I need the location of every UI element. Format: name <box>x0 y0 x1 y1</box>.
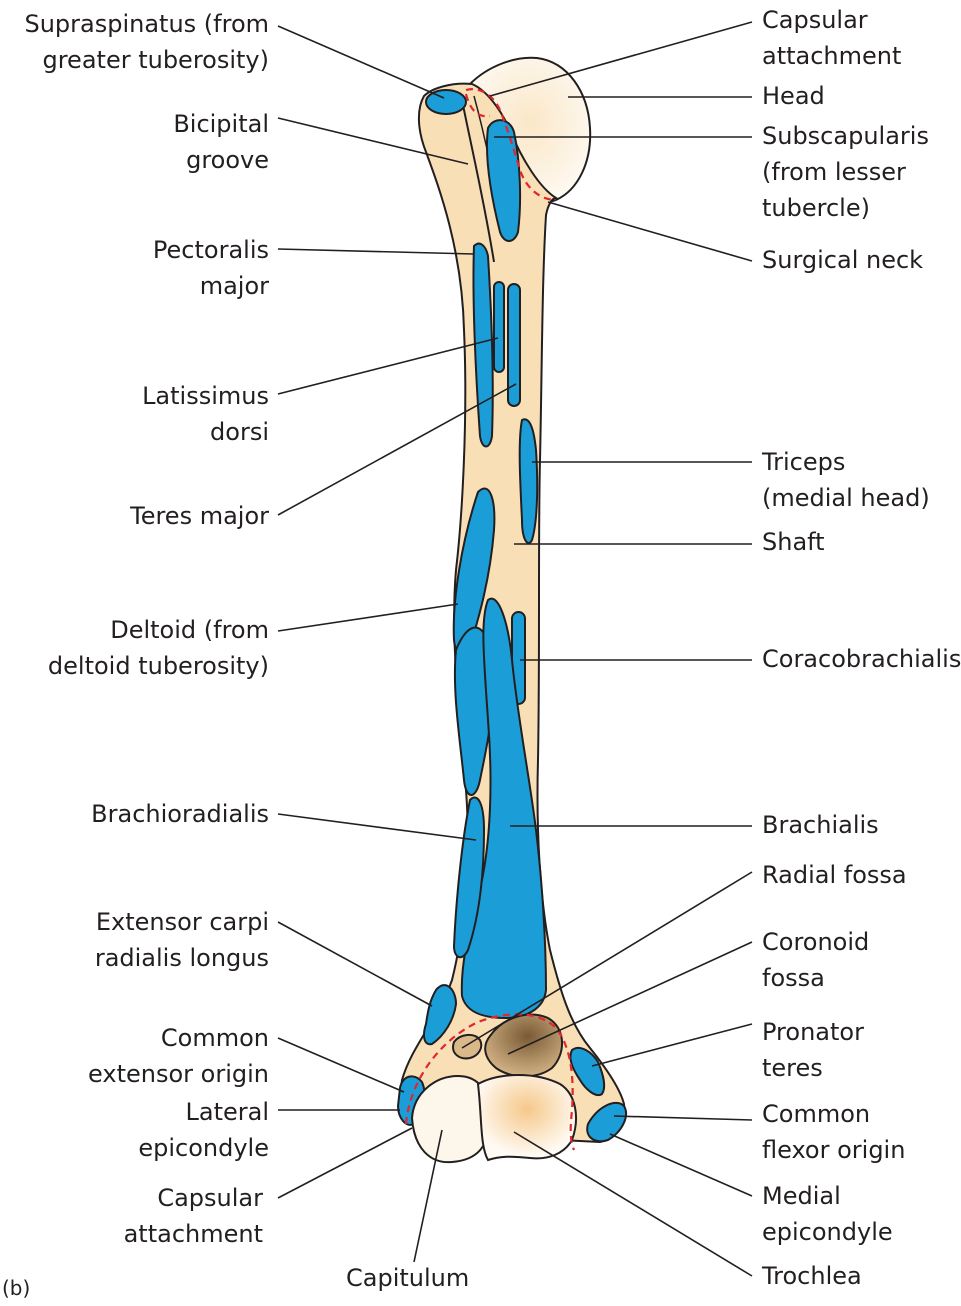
label-subscapularis: Subscapularis (from lesser tubercle) <box>762 118 929 226</box>
label-line: Capsular <box>124 1180 263 1216</box>
label-latissimus-dorsi: Latissimus dorsi <box>142 378 269 450</box>
label-line: Bicipital <box>173 106 269 142</box>
label-line: Coronoid <box>762 924 869 960</box>
label-capsular-attachment-lower: Capsular attachment <box>124 1180 263 1252</box>
label-line: Trochlea <box>762 1258 862 1294</box>
label-line: epicondyle <box>762 1214 893 1250</box>
label-coracobrachialis: Coracobrachialis <box>762 641 961 677</box>
label-line: groove <box>173 142 269 178</box>
label-line: Shaft <box>762 524 825 560</box>
label-line: Teres major <box>130 498 269 534</box>
label-surgical-neck: Surgical neck <box>762 242 923 278</box>
label-line: radialis longus <box>95 940 269 976</box>
label-line: Pronator <box>762 1014 864 1050</box>
label-capsular-attachment-upper: Capsular attachment <box>762 2 901 74</box>
label-line: Latissimus <box>142 378 269 414</box>
label-shaft: Shaft <box>762 524 825 560</box>
label-pectoralis-major: Pectoralis major <box>153 232 269 304</box>
label-teres-major: Teres major <box>130 498 269 534</box>
label-line: greater tuberosity) <box>24 42 269 78</box>
label-trochlea: Trochlea <box>762 1258 862 1294</box>
label-line: Common <box>762 1096 905 1132</box>
label-line: flexor origin <box>762 1132 905 1168</box>
label-supraspinatus: Supraspinatus (from greater tuberosity) <box>24 6 269 78</box>
label-line: Radial fossa <box>762 857 907 893</box>
label-line: Brachioradialis <box>91 796 269 832</box>
label-common-flexor: Common flexor origin <box>762 1096 905 1168</box>
label-line: Subscapularis <box>762 118 929 154</box>
label-head: Head <box>762 78 825 114</box>
label-line: Triceps <box>762 444 930 480</box>
label-common-extensor: Common extensor origin <box>88 1020 269 1092</box>
triceps-medial-attachment <box>520 419 538 543</box>
label-line: deltoid tuberosity) <box>48 648 269 684</box>
label-capitulum: Capitulum <box>346 1260 469 1296</box>
label-line: Pectoralis <box>153 232 269 268</box>
label-line: Deltoid (from <box>48 612 269 648</box>
label-line: attachment <box>762 38 901 74</box>
label-line: Brachialis <box>762 807 879 843</box>
label-extensor-carpi: Extensor carpi radialis longus <box>95 904 269 976</box>
label-line: fossa <box>762 960 869 996</box>
label-pronator-teres: Pronator teres <box>762 1014 864 1086</box>
label-brachialis: Brachialis <box>762 807 879 843</box>
panel-marker: (b) <box>2 1270 30 1306</box>
label-line: dorsi <box>142 414 269 450</box>
label-line: major <box>153 268 269 304</box>
label-line: Head <box>762 78 825 114</box>
label-line: epicondyle <box>138 1130 269 1166</box>
label-lateral-epicondyle: Lateral epicondyle <box>138 1094 269 1166</box>
label-bicipital-groove: Bicipital groove <box>173 106 269 178</box>
label-brachioradialis: Brachioradialis <box>91 796 269 832</box>
label-line: (from lesser <box>762 154 929 190</box>
label-line: Supraspinatus (from <box>24 6 269 42</box>
label-line: tubercle) <box>762 190 929 226</box>
label-line: Coracobrachialis <box>762 641 961 677</box>
trochlea <box>478 1075 576 1160</box>
label-line: Capitulum <box>346 1260 469 1296</box>
label-line: Surgical neck <box>762 242 923 278</box>
label-line: Lateral <box>138 1094 269 1130</box>
latissimus-attachment <box>494 282 504 372</box>
label-line: Capsular <box>762 2 901 38</box>
label-line: (medial head) <box>762 480 930 516</box>
label-coronoid-fossa: Coronoid fossa <box>762 924 869 996</box>
label-deltoid: Deltoid (from deltoid tuberosity) <box>48 612 269 684</box>
label-line: attachment <box>124 1216 263 1252</box>
label-line: extensor origin <box>88 1056 269 1092</box>
label-line: Medial <box>762 1178 893 1214</box>
label-radial-fossa: Radial fossa <box>762 857 907 893</box>
label-line: Common <box>88 1020 269 1056</box>
label-medial-epicondyle: Medial epicondyle <box>762 1178 893 1250</box>
label-line: Extensor carpi <box>95 904 269 940</box>
label-triceps: Triceps (medial head) <box>762 444 930 516</box>
label-line: teres <box>762 1050 864 1086</box>
